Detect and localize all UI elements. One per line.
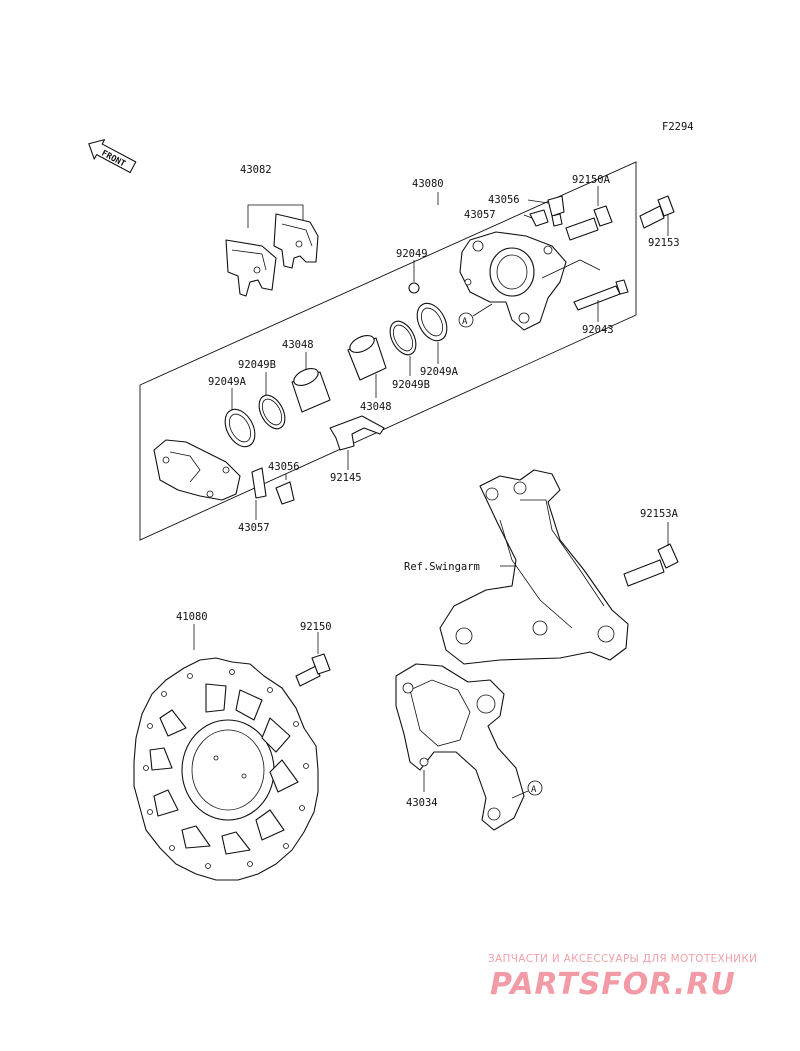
label-43034: 43034 bbox=[406, 797, 438, 809]
seal-92049A-left bbox=[224, 408, 256, 448]
pad-spring-92145 bbox=[329, 415, 385, 451]
watermark-caption: ЗАПЧАСТИ И АКСЕССУАРЫ ДЛЯ МОТОТЕХНИКИ bbox=[488, 953, 757, 965]
callout-a-top-label: A bbox=[462, 317, 468, 327]
label-41080: 41080 bbox=[176, 611, 208, 623]
leader-callout-a-bottom bbox=[511, 790, 529, 799]
label-92150: 92150 bbox=[300, 621, 332, 633]
label-92043: 92043 bbox=[582, 324, 614, 336]
label-43057-bottom: 43057 bbox=[238, 522, 270, 534]
label-92145: 92145 bbox=[330, 472, 362, 484]
bleeder-cap-bottom bbox=[251, 467, 267, 499]
watermark-brand: PARTSFOR.RU bbox=[490, 967, 736, 1002]
label-ref-swingarm: Ref.Swingarm bbox=[404, 561, 480, 573]
caliper-half-right bbox=[459, 231, 567, 331]
label-43082: 43082 bbox=[240, 164, 272, 176]
seal-92049 bbox=[408, 282, 420, 294]
seal-92049B-right bbox=[389, 320, 417, 356]
bleeder-valve-top bbox=[547, 195, 565, 227]
pin-92043 bbox=[573, 279, 629, 311]
leader-callout-a-top bbox=[472, 303, 493, 317]
callout-a-bottom bbox=[527, 780, 543, 796]
bleeder-cap-top bbox=[529, 209, 549, 227]
label-92049B-right: 92049B bbox=[392, 379, 430, 391]
front-arrow-icon: FRONT bbox=[88, 139, 137, 174]
bolt-92153A bbox=[623, 543, 679, 587]
label-92049A-right: 92049A bbox=[420, 366, 459, 378]
label-92150A: 92150A bbox=[572, 174, 611, 186]
piston-43048-right bbox=[347, 335, 387, 381]
leader-43056-top bbox=[527, 199, 549, 204]
bolt-92150A bbox=[565, 205, 613, 241]
seal-92049B-left bbox=[258, 394, 286, 430]
label-92049B-left: 92049B bbox=[238, 359, 276, 371]
bolt-92153 bbox=[639, 195, 675, 229]
caliper-assembly-frame bbox=[139, 161, 637, 541]
leader-43082 bbox=[247, 204, 304, 228]
label-43048-right: 43048 bbox=[360, 401, 392, 413]
callout-a-top bbox=[458, 312, 474, 328]
label-92049A-left: 92049A bbox=[208, 376, 247, 388]
label-43048-left: 43048 bbox=[282, 339, 314, 351]
leader-43057-top bbox=[523, 214, 533, 219]
piston-43048-left bbox=[291, 368, 331, 413]
label-92049: 92049 bbox=[396, 248, 428, 260]
callout-a-bottom-label: A bbox=[531, 785, 537, 795]
caliper-half-left bbox=[153, 439, 241, 501]
caliper-bracket bbox=[395, 663, 525, 831]
label-43057-top: 43057 bbox=[464, 209, 496, 221]
swingarm bbox=[439, 469, 629, 665]
label-92153: 92153 bbox=[648, 237, 680, 249]
brake-disc bbox=[133, 657, 319, 881]
leader-92043-b bbox=[541, 259, 601, 279]
label-43080: 43080 bbox=[412, 178, 444, 190]
label-43056-bottom: 43056 bbox=[268, 461, 300, 473]
bleeder-valve-bottom bbox=[275, 481, 295, 505]
seal-92049A-right bbox=[416, 302, 448, 342]
brake-pads bbox=[225, 213, 319, 297]
bolt-92150 bbox=[295, 653, 331, 687]
diagram-code: F2294 bbox=[662, 121, 694, 133]
label-43056-top: 43056 bbox=[488, 194, 520, 206]
label-92153A: 92153A bbox=[640, 508, 679, 520]
